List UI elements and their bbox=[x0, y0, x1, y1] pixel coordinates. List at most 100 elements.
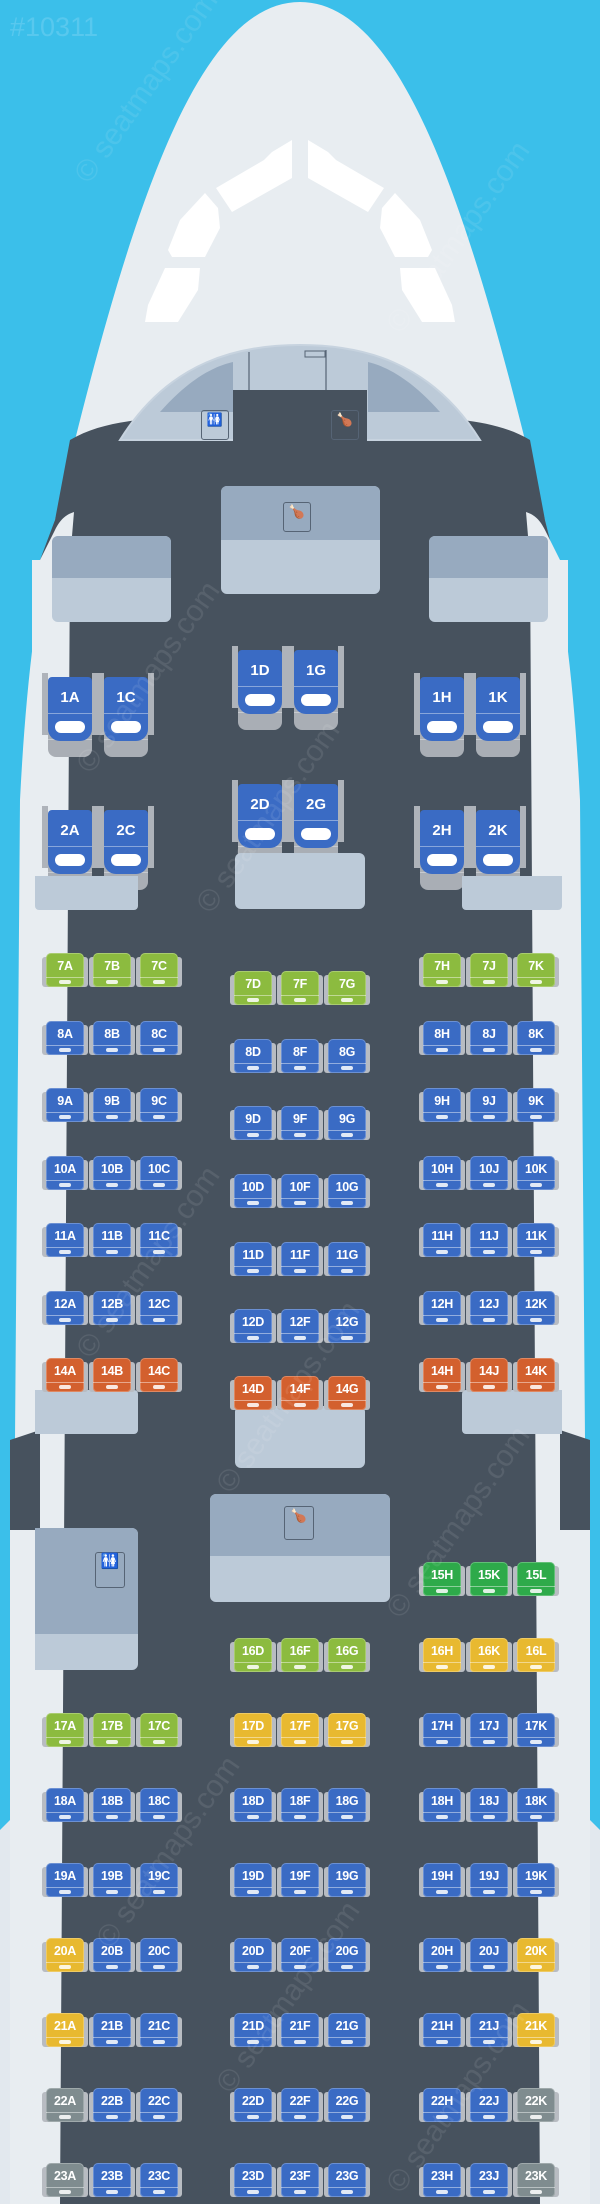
seat[interactable]: 11B bbox=[89, 1223, 136, 1259]
seat[interactable]: 14A bbox=[42, 1358, 89, 1394]
seat[interactable]: 20G bbox=[324, 1938, 371, 1974]
seat[interactable]: 19K bbox=[513, 1863, 560, 1899]
seat[interactable]: 23D bbox=[230, 2163, 277, 2199]
seat[interactable]: 7A bbox=[42, 953, 89, 989]
seat[interactable]: 21A bbox=[42, 2013, 89, 2049]
seat[interactable]: 17J bbox=[466, 1713, 513, 1749]
seat[interactable]: 18F bbox=[277, 1788, 324, 1824]
seat[interactable]: 9D bbox=[230, 1106, 277, 1142]
seat[interactable]: 17A bbox=[42, 1713, 89, 1749]
seat[interactable]: 19F bbox=[277, 1863, 324, 1899]
seat[interactable]: 10H bbox=[419, 1156, 466, 1192]
seat[interactable]: 16L bbox=[513, 1638, 560, 1674]
seat[interactable]: 16D bbox=[230, 1638, 277, 1674]
seat[interactable]: 9A bbox=[42, 1088, 89, 1124]
seat[interactable]: 14G bbox=[324, 1376, 371, 1412]
seat[interactable]: 14B bbox=[89, 1358, 136, 1394]
seat[interactable]: 11J bbox=[466, 1223, 513, 1259]
seat[interactable]: 7J bbox=[466, 953, 513, 989]
seat[interactable]: 20F bbox=[277, 1938, 324, 1974]
seat[interactable]: 7D bbox=[230, 971, 277, 1007]
seat-business[interactable]: 1H bbox=[414, 673, 470, 759]
seat[interactable]: 22C bbox=[136, 2088, 183, 2124]
seat[interactable]: 8K bbox=[513, 1021, 560, 1057]
seat[interactable]: 18J bbox=[466, 1788, 513, 1824]
seat[interactable]: 20D bbox=[230, 1938, 277, 1974]
seat[interactable]: 12D bbox=[230, 1309, 277, 1345]
seat[interactable]: 12F bbox=[277, 1309, 324, 1345]
seat[interactable]: 18C bbox=[136, 1788, 183, 1824]
seat[interactable]: 10J bbox=[466, 1156, 513, 1192]
seat-business[interactable]: 2H bbox=[414, 806, 470, 892]
seat[interactable]: 11H bbox=[419, 1223, 466, 1259]
seat[interactable]: 7H bbox=[419, 953, 466, 989]
seat[interactable]: 21H bbox=[419, 2013, 466, 2049]
seat-business[interactable]: 1G bbox=[288, 646, 344, 732]
seat[interactable]: 21F bbox=[277, 2013, 324, 2049]
seat[interactable]: 14J bbox=[466, 1358, 513, 1394]
seat[interactable]: 19H bbox=[419, 1863, 466, 1899]
seat[interactable]: 14C bbox=[136, 1358, 183, 1394]
seat[interactable]: 9B bbox=[89, 1088, 136, 1124]
seat[interactable]: 11A bbox=[42, 1223, 89, 1259]
seat[interactable]: 12G bbox=[324, 1309, 371, 1345]
seat[interactable]: 23F bbox=[277, 2163, 324, 2199]
seat[interactable]: 8D bbox=[230, 1039, 277, 1075]
seat[interactable]: 14D bbox=[230, 1376, 277, 1412]
seat[interactable]: 10D bbox=[230, 1174, 277, 1210]
seat[interactable]: 14F bbox=[277, 1376, 324, 1412]
seat[interactable]: 21D bbox=[230, 2013, 277, 2049]
seat[interactable]: 17C bbox=[136, 1713, 183, 1749]
seat[interactable]: 20J bbox=[466, 1938, 513, 1974]
seat[interactable]: 9K bbox=[513, 1088, 560, 1124]
seat[interactable]: 9H bbox=[419, 1088, 466, 1124]
seat[interactable]: 16K bbox=[466, 1638, 513, 1674]
seat[interactable]: 22D bbox=[230, 2088, 277, 2124]
seat[interactable]: 18A bbox=[42, 1788, 89, 1824]
seat[interactable]: 15K bbox=[466, 1562, 513, 1598]
seat[interactable]: 8A bbox=[42, 1021, 89, 1057]
seat[interactable]: 11F bbox=[277, 1242, 324, 1278]
seat[interactable]: 21B bbox=[89, 2013, 136, 2049]
seat[interactable]: 20B bbox=[89, 1938, 136, 1974]
seat[interactable]: 20H bbox=[419, 1938, 466, 1974]
seat-business[interactable]: 1C bbox=[98, 673, 154, 759]
seat[interactable]: 10F bbox=[277, 1174, 324, 1210]
seat[interactable]: 8J bbox=[466, 1021, 513, 1057]
seat[interactable]: 17F bbox=[277, 1713, 324, 1749]
seat[interactable]: 21J bbox=[466, 2013, 513, 2049]
seat[interactable]: 23A bbox=[42, 2163, 89, 2199]
seat[interactable]: 17D bbox=[230, 1713, 277, 1749]
seat[interactable]: 19A bbox=[42, 1863, 89, 1899]
seat[interactable]: 7B bbox=[89, 953, 136, 989]
seat[interactable]: 14H bbox=[419, 1358, 466, 1394]
seat[interactable]: 12C bbox=[136, 1291, 183, 1327]
seat[interactable]: 16H bbox=[419, 1638, 466, 1674]
seat[interactable]: 16F bbox=[277, 1638, 324, 1674]
seat[interactable]: 8B bbox=[89, 1021, 136, 1057]
seat[interactable]: 11G bbox=[324, 1242, 371, 1278]
seat[interactable]: 22A bbox=[42, 2088, 89, 2124]
seat[interactable]: 11K bbox=[513, 1223, 560, 1259]
seat[interactable]: 18H bbox=[419, 1788, 466, 1824]
seat[interactable]: 21C bbox=[136, 2013, 183, 2049]
seat[interactable]: 10B bbox=[89, 1156, 136, 1192]
seat-business[interactable]: 1K bbox=[470, 673, 526, 759]
seat[interactable]: 9G bbox=[324, 1106, 371, 1142]
seat[interactable]: 10C bbox=[136, 1156, 183, 1192]
seat[interactable]: 22H bbox=[419, 2088, 466, 2124]
seat[interactable]: 22G bbox=[324, 2088, 371, 2124]
seat[interactable]: 23J bbox=[466, 2163, 513, 2199]
seat[interactable]: 9F bbox=[277, 1106, 324, 1142]
seat[interactable]: 9J bbox=[466, 1088, 513, 1124]
seat[interactable]: 12B bbox=[89, 1291, 136, 1327]
seat[interactable]: 18K bbox=[513, 1788, 560, 1824]
seat[interactable]: 17K bbox=[513, 1713, 560, 1749]
seat[interactable]: 19B bbox=[89, 1863, 136, 1899]
seat[interactable]: 14K bbox=[513, 1358, 560, 1394]
seat[interactable]: 19D bbox=[230, 1863, 277, 1899]
seat[interactable]: 21G bbox=[324, 2013, 371, 2049]
seat[interactable]: 22K bbox=[513, 2088, 560, 2124]
seat[interactable]: 17B bbox=[89, 1713, 136, 1749]
seat[interactable]: 12H bbox=[419, 1291, 466, 1327]
